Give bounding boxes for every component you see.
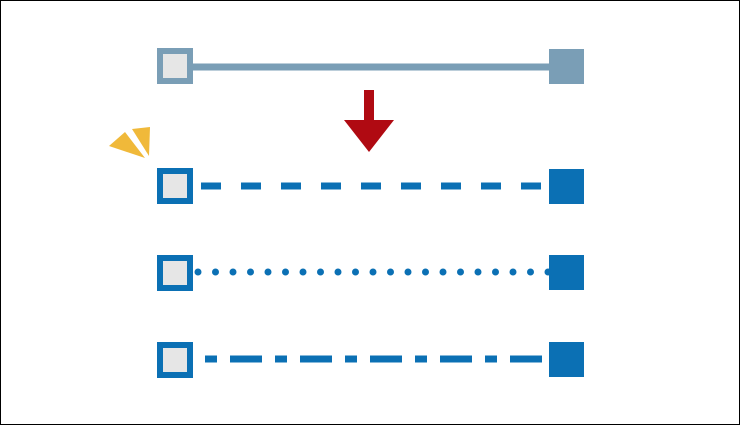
dashed-end-node	[549, 169, 584, 204]
dashed-start-node	[157, 168, 193, 204]
sparkle-icon	[109, 127, 150, 158]
arrow-down-icon	[344, 90, 394, 152]
dotted-start-node	[157, 255, 193, 291]
dotted-line-group	[157, 255, 584, 291]
dash-dot-line-group	[157, 342, 584, 378]
dash-dot-end-node	[549, 342, 584, 377]
dash-dot-start-node	[157, 342, 193, 378]
original-start-node	[157, 48, 193, 84]
original-end-node	[549, 49, 584, 84]
dashed-line-group	[157, 168, 584, 204]
dotted-end-node	[549, 255, 584, 290]
original-line-group	[157, 48, 584, 84]
